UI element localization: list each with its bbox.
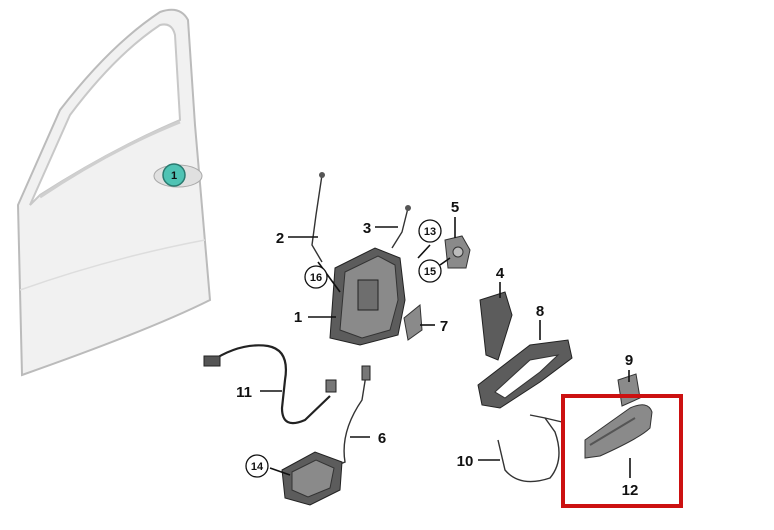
callout-9-label: 9	[625, 352, 633, 369]
outer-handle-part	[584, 404, 653, 459]
callout-5-label: 5	[451, 199, 459, 216]
callout-3-label: 3	[363, 220, 371, 237]
lock-actuator-part	[281, 451, 343, 506]
leader-lines	[260, 217, 631, 478]
callout-15: 15	[418, 259, 442, 283]
callout-15-label: 15	[424, 266, 436, 278]
cover-part	[403, 304, 423, 341]
callout-2-label: 2	[276, 230, 284, 247]
callout-1-door: 1	[162, 163, 186, 187]
callout-1-door-label: 1	[171, 170, 177, 182]
callout-11-label: 11	[236, 384, 252, 401]
callout-12-label: 12	[622, 482, 639, 499]
cable-part-11	[203, 344, 337, 425]
door-lock-part	[329, 247, 406, 346]
callout-labels: 1 2 3 5 4 1 7 8 9 11 6 10 12 16 13 15 14	[162, 163, 639, 499]
callout-1-label: 1	[294, 309, 302, 326]
cable-part-10	[497, 414, 563, 483]
rod-part	[311, 172, 325, 263]
callout-8-label: 8	[536, 303, 544, 320]
callout-13-label: 13	[424, 226, 436, 238]
callout-16-label: 16	[310, 272, 322, 284]
callout-10-label: 10	[457, 453, 474, 470]
cable-part-6	[324, 365, 371, 471]
bracket-part	[479, 291, 513, 361]
callout-6-label: 6	[378, 430, 386, 447]
handle-carrier-part	[477, 339, 573, 409]
highlight-box	[561, 394, 683, 508]
callout-13: 13	[418, 219, 442, 243]
small-rod-part	[391, 205, 411, 249]
striker-part	[444, 235, 471, 269]
callout-14-label: 14	[251, 461, 264, 473]
door-illustration	[16, 8, 212, 377]
callout-7-label: 7	[440, 318, 448, 335]
callout-14: 14	[245, 454, 269, 478]
callout-16: 16	[304, 265, 328, 289]
callout-4-label: 4	[496, 265, 505, 282]
